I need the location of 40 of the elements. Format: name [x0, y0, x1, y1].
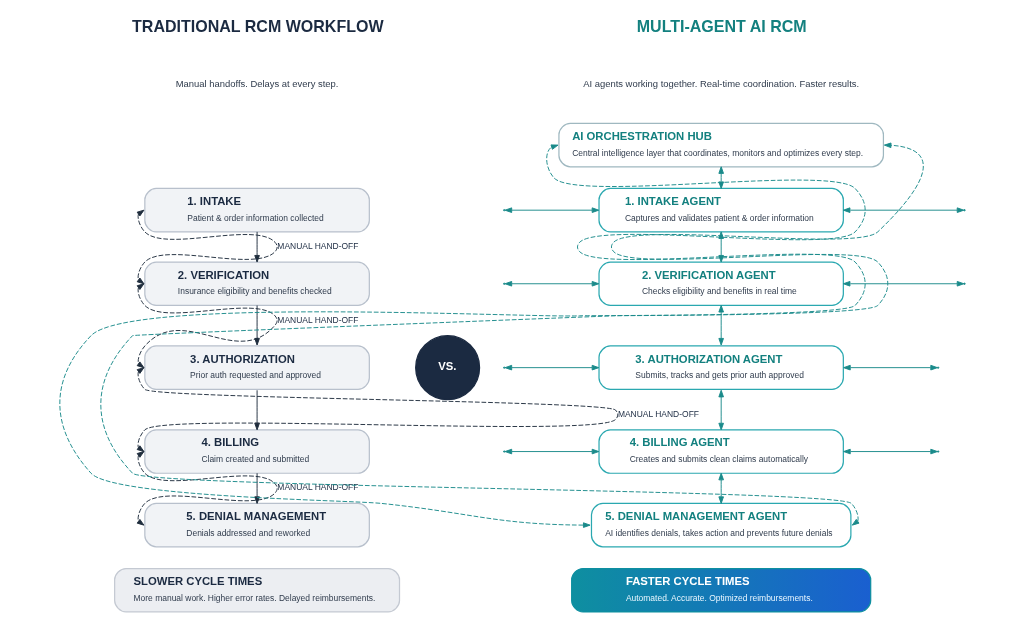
edge-label: MANUAL HAND-OFF — [617, 408, 699, 419]
node-box: 3. AUTHORIZATION Prior auth requested and approved — [143, 345, 370, 390]
arrow — [504, 280, 599, 287]
arrow — [842, 207, 964, 213]
node-box: 4. BILLING Claim created and submitted — [143, 429, 370, 474]
arrow — [136, 451, 278, 526]
node-box: 1. INTAKE Patient & order information collected — [143, 187, 370, 233]
node-box: 4. BILLING AGENT Creates and submits clean claims automatically — [597, 429, 844, 474]
arrow — [842, 280, 964, 287]
node-circle: VS. — [414, 335, 480, 401]
node-box: SLOWER CYCLE TIMES More manual work. Higher error rates. Delayed reimbursements. — [113, 567, 400, 613]
arrow — [717, 472, 724, 504]
node-box: 3. AUTHORIZATION AGENT Submits, tracks and gets prior auth approved — [597, 345, 844, 390]
node-box: 1. INTAKE AGENT Captures and validates patient & order information — [597, 187, 844, 233]
node-box: 5. DENIAL MANAGEMENT AGENT AI identifies denials, takes action and prevents future denials — [590, 502, 851, 548]
arrow — [842, 448, 938, 455]
edge-label: MANUAL HAND-OFF — [276, 241, 358, 252]
edge-label: MANUAL HAND-OFF — [276, 314, 358, 325]
edge-label: MANUAL HAND-OFF — [276, 482, 358, 493]
arrow — [504, 207, 599, 213]
node-box: 5. DENIAL MANAGEMENT Denials addressed and reworked — [143, 502, 370, 548]
arrow — [504, 364, 599, 371]
node-box: 2. VERIFICATION AGENT Checks eligibility and benefits in real time — [597, 261, 844, 307]
arrow — [842, 364, 938, 371]
label: TRADITIONAL RCM WORKFLOW — [131, 16, 384, 35]
arrow — [253, 304, 260, 346]
node-box: 2. VERIFICATION Insurance eligibility and benefits checked — [143, 261, 370, 307]
label: MULTI-AGENT AI RCM — [636, 16, 807, 35]
arrow — [136, 367, 618, 453]
arrow — [504, 448, 599, 455]
arrow — [717, 389, 724, 431]
arrow — [253, 231, 260, 263]
arrow — [136, 209, 278, 285]
node-box: AI ORCHESTRATION HUB Central intelligence layer that coordinates, monitors and optimizes every step. — [557, 122, 884, 168]
label: Manual handoffs. Delays at every step. — [175, 78, 338, 90]
label: AI agents working together. Real-time coordination. Faster results. — [582, 78, 859, 90]
arrow — [717, 304, 724, 346]
arrow — [136, 283, 278, 369]
arrow — [253, 389, 260, 431]
node-box: FASTER CYCLE TIMES Automated. Accurate. Optimized reimbursements. — [570, 567, 871, 613]
